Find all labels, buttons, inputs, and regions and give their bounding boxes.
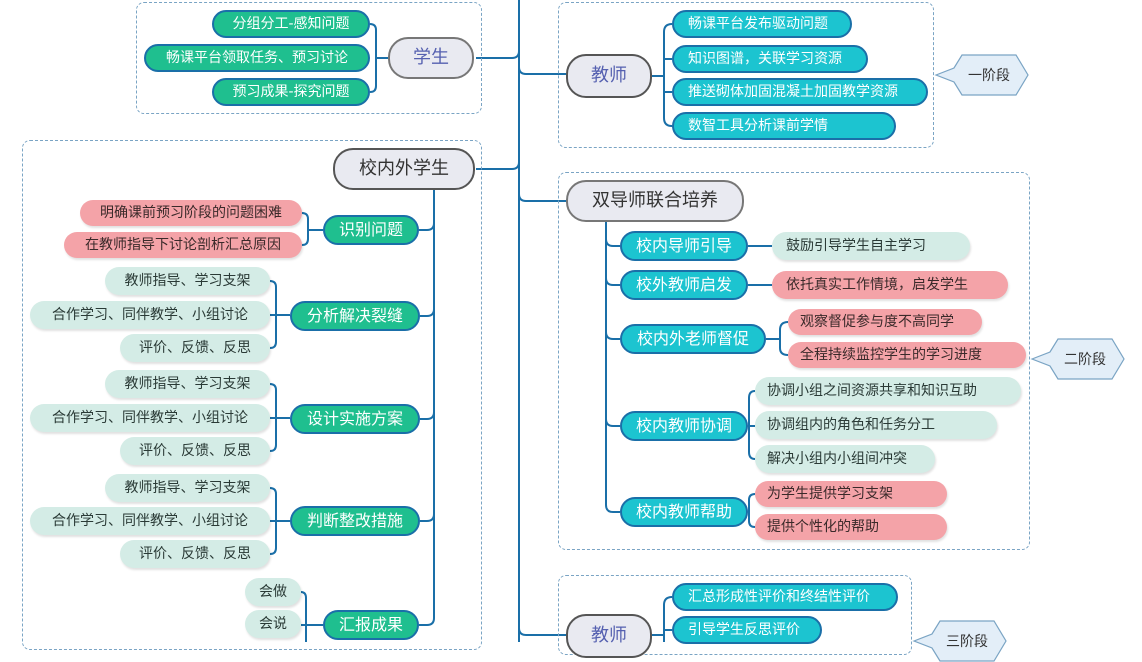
spine-line [605,222,620,513]
leaf-item[interactable]: 教师指导、学习支架 [105,474,270,502]
student-item[interactable]: 分组分工-感知问题 [212,10,370,38]
branch-design-plan[interactable]: 设计实施方案 [290,404,420,434]
connector-line [419,222,435,231]
connector-line [420,308,435,317]
stage-badge-icon [1030,338,1125,380]
topic-teacher-stage1[interactable]: 教师 [566,54,652,98]
topic-inout-students[interactable]: 校内外学生 [333,148,475,190]
leaf-item[interactable]: 依托真实工作情境，启发学生 [772,271,1008,299]
leaf-item[interactable]: 协调小组之间资源共享和知识互助 [755,377,1021,405]
leaf-item[interactable]: 为学生提供学习支架 [755,481,947,507]
dual-mentor-frame [558,172,1030,550]
leaf-item[interactable]: 鼓励引导学生自主学习 [772,232,970,260]
branch-mentor-guide[interactable]: 校内导师引导 [620,231,748,261]
stage-label-2: 二阶段 [1030,338,1126,380]
teacher-stage3-item[interactable]: 汇总形成性评价和终结性评价 [672,583,898,611]
bracket-line [269,487,290,555]
teacher-stage1-item[interactable]: 推送砌体加固混凝土加固教学资源 [672,78,928,106]
leaf-item[interactable]: 评价、反馈、反思 [120,334,270,362]
branch-help[interactable]: 校内教师帮助 [620,497,748,527]
bracket-line [300,591,323,642]
connector-line [664,58,672,93]
bracket-line [663,23,673,127]
student-group-frame [136,2,482,114]
stage-label-3: 三阶段 [912,620,1008,662]
leaf-item[interactable]: 明确课前预习阶段的问题困难 [80,200,302,226]
stage-label-1: 一阶段 [934,54,1030,96]
connector-layer [269,0,789,642]
leaf-item[interactable]: 在教师指导下讨论剖析汇总原因 [64,232,302,258]
branch-judge-rectify[interactable]: 判断整改措施 [290,506,420,536]
branch-coordinate[interactable]: 校内教师协调 [620,411,748,441]
branch-external-inspire[interactable]: 校外教师启发 [620,270,748,300]
leaf-item[interactable]: 会做 [245,578,301,606]
leaf-item[interactable]: 解决小组内小组间冲突 [755,445,935,473]
teacher-stage1-item[interactable]: 畅课平台发布驱动问题 [672,10,852,38]
teacher-stage1-item[interactable]: 知识图谱，关联学习资源 [672,45,868,73]
leaf-item[interactable]: 教师指导、学习支架 [105,267,270,295]
branch-supervise[interactable]: 校内外老师督促 [620,324,766,354]
connector-line [476,161,520,170]
stage-label-text: 二阶段 [1064,352,1106,368]
connector-line [605,277,620,286]
bracket-line [748,493,756,528]
bracket-line [652,596,673,642]
bracket-line [766,321,789,356]
connector-line [476,50,520,59]
stage-badge-icon [934,54,1029,96]
topic-student[interactable]: 学生 [388,37,474,79]
student-item[interactable]: 畅课平台领取任务、预习讨论 [144,44,370,72]
connector-line [605,238,620,247]
connector-line [518,627,566,636]
branch-identify-problem[interactable]: 识别问题 [323,215,419,245]
teacher-stage3-item[interactable]: 引导学生反思评价 [672,616,822,644]
bracket-line [269,280,290,349]
leaf-item[interactable]: 合作学习、同伴教学、小组讨论 [30,301,270,329]
connector-line [605,331,620,340]
student-item[interactable]: 预习成果-探究问题 [212,78,370,106]
connector-line [748,245,772,286]
stage-label-text: 一阶段 [968,68,1010,84]
bracket-line [748,390,756,460]
leaf-item[interactable]: 评价、反馈、反思 [120,540,270,568]
branch-report-results[interactable]: 汇报成果 [323,610,419,640]
branch-analyze-crack[interactable]: 分析解决裂缝 [290,301,420,331]
connector-line [518,193,566,202]
stage-label-text: 三阶段 [946,634,988,650]
topic-teacher-stage3[interactable]: 教师 [566,614,652,658]
bracket-line [269,383,290,452]
leaf-item[interactable]: 评价、反馈、反思 [120,437,270,465]
leaf-item[interactable]: 教师指导、学习支架 [105,370,270,398]
connector-line [605,418,620,427]
teacher-stage1-frame [558,2,934,148]
teacher-stage1-item[interactable]: 数智工具分析课前学情 [672,112,896,140]
leaf-item[interactable]: 全程持续监控学生的学习进度 [788,342,1026,368]
leaf-item[interactable]: 合作学习、同伴教学、小组讨论 [30,404,270,432]
bracket-line [301,212,323,246]
connector-line [420,411,435,420]
leaf-item[interactable]: 协调组内的角色和任务分工 [755,411,997,439]
connector-line [420,513,435,522]
spine-line [419,190,435,626]
leaf-item[interactable]: 提供个性化的帮助 [755,514,947,540]
leaf-item[interactable]: 会说 [245,610,301,638]
connector-line [518,66,566,75]
leaf-item[interactable]: 合作学习、同伴教学、小组讨论 [30,507,270,535]
leaf-item[interactable]: 观察督促参与度不高同学 [788,309,982,335]
topic-dual-mentor[interactable]: 双导师联合培养 [566,180,744,222]
